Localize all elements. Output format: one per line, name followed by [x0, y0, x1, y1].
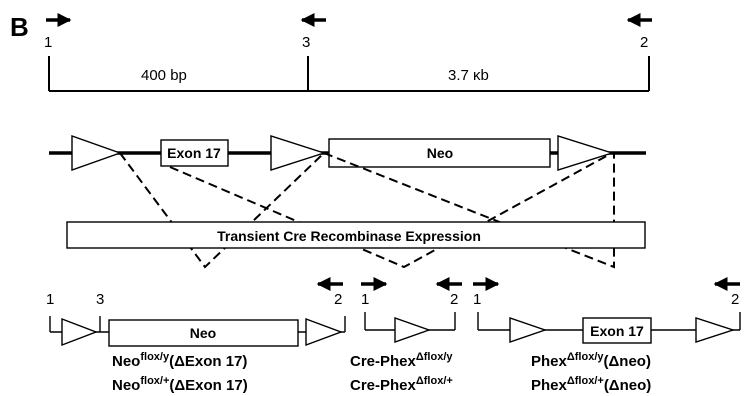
distance-400bp: 400 bp — [141, 67, 187, 84]
loxp-site-1 — [71, 135, 123, 171]
genotype-neo-flox-y: Neoflox/y(ΔExon 17) — [112, 351, 247, 370]
exon-17-label: Exon 17 — [167, 145, 221, 161]
primer-3-label: 3 — [302, 34, 310, 51]
primer-1-label: 1 — [44, 34, 52, 51]
genotype-cre-phex-dflox-plus: Cre-PhexΔflox/+ — [350, 375, 453, 394]
product-left — [49, 316, 346, 347]
right-loxp-2 — [695, 317, 736, 343]
right-primer-1-label: 1 — [473, 291, 481, 308]
right-exon-17-box — [582, 317, 652, 344]
middle-primer-1-label: 1 — [361, 291, 369, 308]
product-right — [477, 312, 741, 344]
distance-3-7kb: 3.7 κb — [448, 67, 489, 84]
left-primer-1-label: 1 — [46, 291, 54, 308]
cre-bar-label: Transient Cre Recombinase Expression — [217, 228, 481, 244]
loxp-site-3 — [557, 135, 615, 171]
distance-bracket — [48, 56, 650, 92]
genotype-neo-flox-plus: Neoflox/+(ΔExon 17) — [112, 375, 248, 394]
primer-2-label: 2 — [640, 34, 648, 51]
recombination-lines — [119, 152, 615, 269]
genotype-cre-phex-dflox-y: Cre-PhexΔflox/y — [350, 351, 453, 370]
loxp-site-2 — [270, 135, 327, 171]
right-loxp-1 — [509, 317, 548, 343]
genotype-labels: Neoflox/y(ΔExon 17) Neoflox/+(ΔExon 17) … — [112, 351, 651, 394]
exon-17-box — [160, 139, 229, 167]
middle-loxp — [394, 317, 432, 343]
genotype-phex-dflox-plus: PhexΔflox/+(Δneo) — [531, 375, 651, 394]
right-exon-17-label: Exon 17 — [590, 323, 644, 339]
neo-label: Neo — [427, 145, 453, 161]
left-neo-box — [108, 319, 299, 347]
cre-expression-bar — [66, 221, 646, 249]
floxed-allele — [49, 135, 646, 171]
panel-label: B — [10, 12, 29, 42]
left-neo-label: Neo — [190, 325, 216, 341]
genotype-phex-dflox-y: PhexΔflox/y(Δneo) — [531, 351, 651, 370]
left-primer-3-label: 3 — [96, 291, 104, 308]
middle-primer-2-label: 2 — [450, 291, 458, 308]
neo-box — [328, 138, 551, 168]
right-primer-2-label: 2 — [731, 291, 739, 308]
left-loxp-2 — [305, 317, 344, 347]
left-primer-2-label: 2 — [334, 291, 342, 308]
product-middle — [364, 312, 456, 343]
left-loxp-1 — [61, 317, 98, 347]
